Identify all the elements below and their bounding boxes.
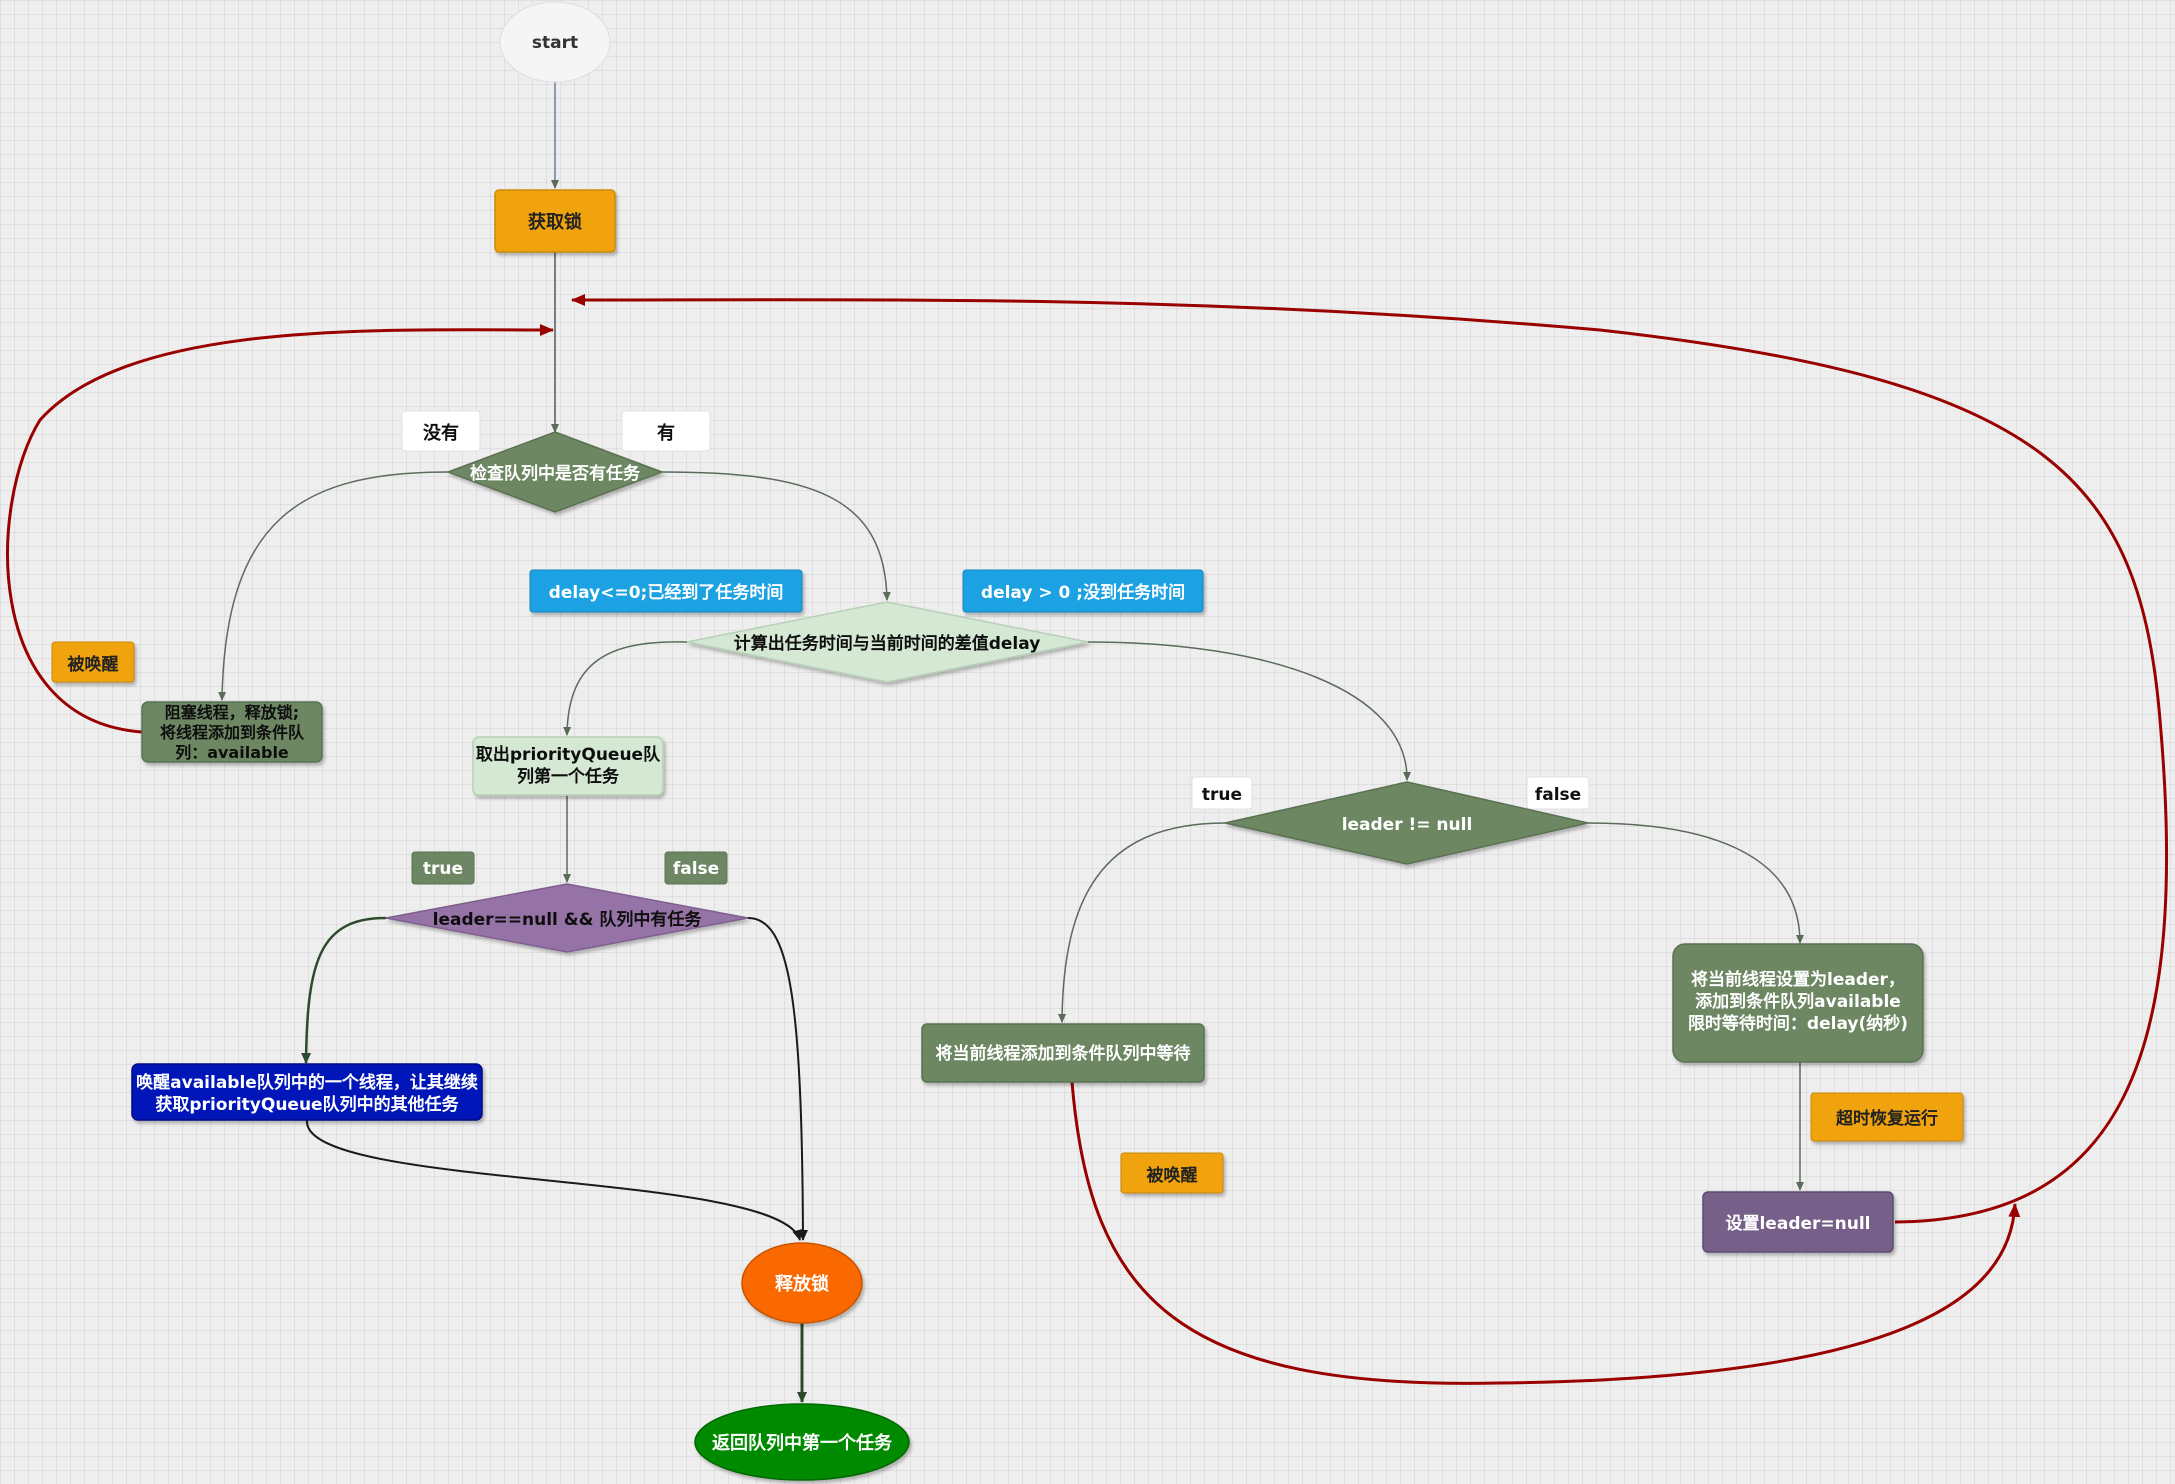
svg-text:返回队列中第一个任务: 返回队列中第一个任务 — [712, 1432, 893, 1454]
svg-text:被唤醒: 被唤醒 — [1147, 1165, 1198, 1186]
delay-gt0-label: delay > 0 ;没到任务时间 — [962, 569, 1204, 613]
svg-text:将线程添加到条件队: 将线程添加到条件队 — [160, 723, 305, 742]
svg-text:检查队列中是否有任务: 检查队列中是否有任务 — [470, 463, 641, 484]
svg-text:计算出任务时间与当前时间的差值delay: 计算出任务时间与当前时间的差值delay — [734, 633, 1041, 654]
false-left-label: false — [664, 851, 728, 885]
woken-mid-label: 被唤醒 — [1120, 1152, 1224, 1194]
true-right-label: true — [1191, 776, 1253, 810]
svg-text:唤醒available队列中的一个线程，让其继续: 唤醒available队列中的一个线程，让其继续 — [136, 1072, 478, 1093]
add-wait-node: 将当前线程添加到条件队列中等待 — [921, 1023, 1205, 1083]
svg-text:没有: 没有 — [423, 422, 459, 444]
compute-delay-decision: 计算出任务时间与当前时间的差值delay — [686, 601, 1089, 683]
edge-check-release — [747, 917, 808, 1241]
svg-text:delay > 0 ;没到任务时间: delay > 0 ;没到任务时间 — [981, 582, 1185, 603]
leader-null-decision: leader==null && 队列中有任务 — [385, 883, 749, 953]
svg-text:true: true — [1202, 785, 1242, 805]
set-leader-node: 将当前线程设置为leader， 添加到条件队列available 限时等待时间：… — [1672, 943, 1924, 1063]
svg-text:设置leader=null: 设置leader=null — [1725, 1214, 1870, 1234]
edges — [6, 80, 2169, 1403]
svg-text:限时等待时间：delay(纳秒): 限时等待时间：delay(纳秒) — [1688, 1013, 1908, 1034]
svg-text:将当前线程添加到条件队列中等待: 将当前线程添加到条件队列中等待 — [936, 1043, 1191, 1064]
svg-text:取出priorityQueue队: 取出priorityQueue队 — [476, 744, 661, 765]
svg-text:false: false — [673, 859, 719, 879]
edge-check-block — [218, 471, 449, 701]
reset-leader-node: 设置leader=null — [1702, 1191, 1894, 1253]
svg-text:将当前线程设置为leader，: 将当前线程设置为leader， — [1691, 969, 1905, 990]
svg-text:超时恢复运行: 超时恢复运行 — [1836, 1108, 1938, 1129]
edge-leader-setleader — [1587, 822, 1804, 944]
edge-loop-woken-left — [6, 323, 554, 734]
woken-left-label: 被唤醒 — [51, 641, 135, 683]
svg-text:leader==null && 队列中有任务: leader==null && 队列中有任务 — [433, 909, 703, 930]
block-thread-node: 阻塞线程，释放锁; 将线程添加到条件队 列：available — [141, 701, 323, 763]
edge-loop-woken-mid — [1070, 1081, 2021, 1385]
leader-not-null-decision: leader != null — [1224, 781, 1589, 865]
svg-text:delay<=0;已经到了任务时间: delay<=0;已经到了任务时间 — [549, 582, 784, 603]
edge-wake-release — [305, 1119, 802, 1241]
return-first-task-node: 返回队列中第一个任务 — [694, 1403, 910, 1481]
wake-thread-node: 唤醒available队列中的一个线程，让其继续 获取priorityQueue… — [131, 1063, 483, 1121]
edge-compute-take — [563, 641, 688, 736]
start-node: start — [499, 1, 611, 83]
timeout-resume-label: 超时恢复运行 — [1810, 1092, 1964, 1142]
start-text: start — [532, 33, 578, 53]
false-right-label: false — [1526, 776, 1590, 810]
svg-text:添加到条件队列available: 添加到条件队列available — [1695, 991, 1901, 1012]
no-task-label: 没有 — [401, 410, 481, 452]
edge-check-compute — [661, 471, 891, 601]
acquire-lock-node: 获取锁 — [494, 189, 616, 253]
release-lock-node: 释放锁 — [741, 1242, 863, 1324]
check-queue-decision: 检查队列中是否有任务 — [445, 431, 665, 513]
svg-text:列：available: 列：available — [175, 743, 289, 762]
acquire-lock-text: 获取锁 — [528, 211, 582, 233]
take-first-task-node: 取出priorityQueue队 列第一个任务 — [472, 736, 664, 796]
edge-check-wake — [301, 916, 387, 1064]
edge-compute-leader — [1087, 641, 1412, 781]
svg-text:列第一个任务: 列第一个任务 — [517, 766, 620, 787]
edge-leader-addwait — [1058, 822, 1226, 1023]
svg-text:获取priorityQueue队列中的其他任务: 获取priorityQueue队列中的其他任务 — [155, 1094, 459, 1115]
svg-text:释放锁: 释放锁 — [775, 1273, 829, 1295]
edge-loop-timeout — [571, 293, 2169, 1224]
has-task-label: 有 — [621, 410, 711, 452]
svg-text:false: false — [1535, 785, 1581, 805]
svg-text:阻塞线程，释放锁;: 阻塞线程，释放锁; — [165, 703, 299, 722]
true-left-label: true — [411, 851, 475, 885]
svg-text:被唤醒: 被唤醒 — [68, 654, 119, 675]
svg-text:true: true — [423, 859, 463, 879]
svg-text:leader != null: leader != null — [1342, 815, 1473, 835]
delay-le0-label: delay<=0;已经到了任务时间 — [529, 569, 803, 613]
svg-text:有: 有 — [657, 422, 675, 444]
